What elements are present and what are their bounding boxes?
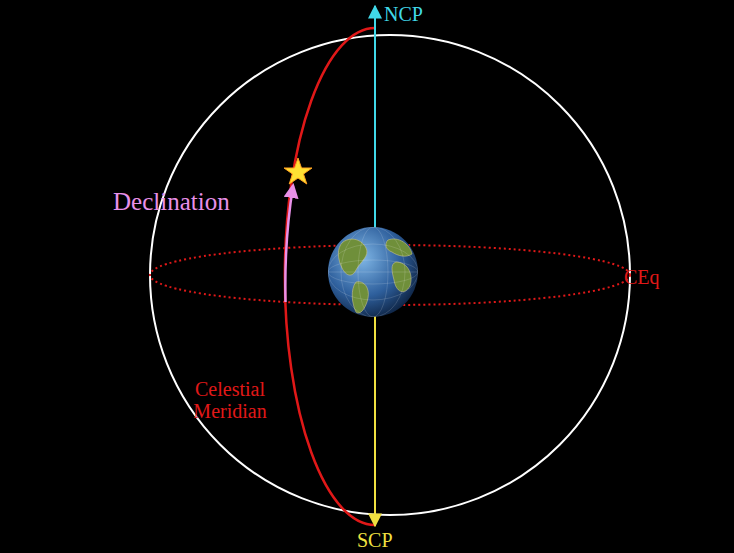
equator-label: CEq xyxy=(624,266,660,288)
celestial-sphere xyxy=(150,35,630,515)
pole-label: NCP xyxy=(384,3,423,25)
earth-globe xyxy=(328,227,418,317)
pole-label: SCP xyxy=(357,529,393,551)
star-symbol xyxy=(284,158,312,184)
declination-arrow xyxy=(285,186,293,302)
meridian-label: Celestial Meridian xyxy=(180,378,280,422)
ncp-axis-arrow xyxy=(374,6,376,235)
scp-axis-arrow xyxy=(374,315,376,526)
coordinate-label: Declination xyxy=(113,188,230,216)
